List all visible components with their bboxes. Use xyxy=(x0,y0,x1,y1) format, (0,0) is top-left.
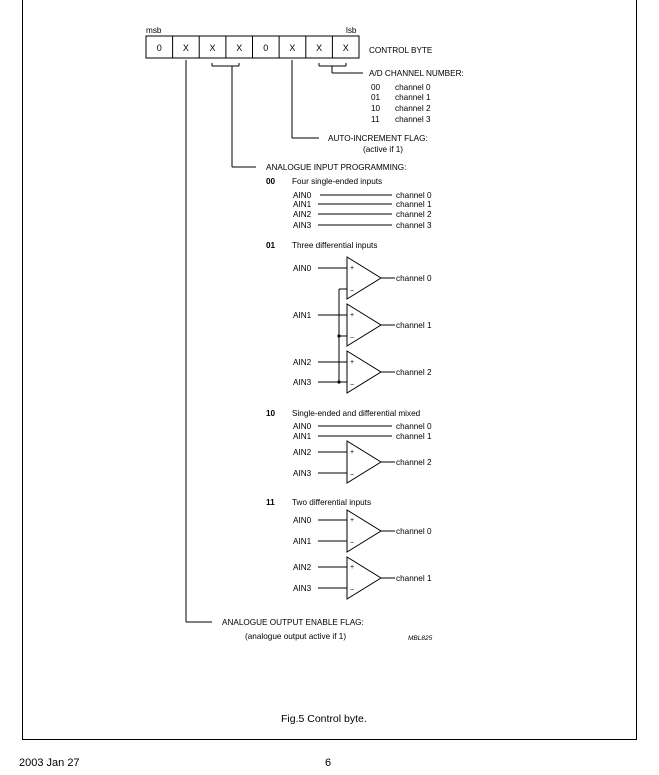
bit-1: X xyxy=(316,43,322,53)
ad-label: channel 0 xyxy=(395,83,431,92)
analogue-input-title: ANALOGUE INPUT PROGRAMMING: xyxy=(266,163,406,172)
output-label: channel 1 xyxy=(396,200,432,209)
ad-label: channel 2 xyxy=(395,104,431,113)
auto-increment-note: (active if 1) xyxy=(363,145,403,154)
output-enable-title: ANALOGUE OUTPUT ENABLE FLAG: xyxy=(222,618,364,627)
figure-ref: MBL825 xyxy=(408,635,433,642)
plus-sign: + xyxy=(350,265,354,272)
output-label: channel 1 xyxy=(396,574,432,583)
mode-code: 00 xyxy=(266,177,276,186)
minus-sign: − xyxy=(350,587,354,594)
ad-label: channel 3 xyxy=(395,115,431,124)
input-label: AIN3 xyxy=(293,469,312,478)
ad-channel-title: A/D CHANNEL NUMBER: xyxy=(369,69,464,78)
input-label: AIN3 xyxy=(293,584,312,593)
mode-title: Two differential inputs xyxy=(292,498,371,507)
input-label: AIN0 xyxy=(293,191,312,200)
output-label: channel 3 xyxy=(396,221,432,230)
input-label: AIN0 xyxy=(293,264,312,273)
input-label: AIN2 xyxy=(293,210,312,219)
bit-4: X xyxy=(236,43,242,53)
plus-sign: + xyxy=(350,564,354,571)
input-label: AIN1 xyxy=(293,537,312,546)
plus-sign: + xyxy=(350,359,354,366)
bit-3: 0 xyxy=(263,43,268,53)
output-label: channel 0 xyxy=(396,274,432,283)
output-enable-note: (analogue output active if 1) xyxy=(245,632,346,641)
mode-title: Single-ended and differential mixed xyxy=(292,409,421,418)
mode-code: 01 xyxy=(266,241,276,250)
ad-code: 00 xyxy=(371,83,381,92)
input-label: AIN2 xyxy=(293,563,312,572)
bit-0: X xyxy=(343,43,349,53)
bit-7: 0 xyxy=(157,43,162,53)
input-label: AIN1 xyxy=(293,432,312,441)
mode-code: 11 xyxy=(266,498,275,507)
minus-sign: − xyxy=(350,382,354,389)
output-label: channel 0 xyxy=(396,191,432,200)
msb-label: msb xyxy=(146,26,162,35)
output-label: channel 1 xyxy=(396,432,432,441)
output-label: channel 2 xyxy=(396,458,432,467)
ad-code: 10 xyxy=(371,104,381,113)
ad-label: channel 1 xyxy=(395,93,431,102)
bit-6: X xyxy=(183,43,189,53)
input-label: AIN0 xyxy=(293,422,312,431)
minus-sign: − xyxy=(350,540,354,547)
figure-caption: Fig.5 Control byte. xyxy=(281,713,367,725)
output-label: channel 0 xyxy=(396,422,432,431)
input-label: AIN2 xyxy=(293,358,312,367)
footer-date: 2003 Jan 27 xyxy=(19,757,80,769)
mode-title: Three differential inputs xyxy=(292,241,377,250)
output-label: channel 2 xyxy=(396,210,432,219)
lsb-label: lsb xyxy=(346,26,357,35)
ad-code: 01 xyxy=(371,93,381,102)
auto-increment-title: AUTO-INCREMENT FLAG: xyxy=(328,134,428,143)
bit-2: X xyxy=(289,43,295,53)
page-number: 6 xyxy=(325,757,332,769)
input-label: AIN3 xyxy=(293,378,312,387)
control-byte-title: CONTROL BYTE xyxy=(369,46,433,55)
output-label: channel 0 xyxy=(396,527,432,536)
figure-frame xyxy=(22,0,637,740)
input-label: AIN2 xyxy=(293,448,312,457)
minus-sign: − xyxy=(350,335,354,342)
output-label: channel 1 xyxy=(396,321,432,330)
input-label: AIN3 xyxy=(293,221,312,230)
minus-sign: − xyxy=(350,288,354,295)
input-label: AIN1 xyxy=(293,200,312,209)
plus-sign: + xyxy=(350,517,354,524)
input-label: AIN0 xyxy=(293,516,312,525)
plus-sign: + xyxy=(350,312,354,319)
output-label: channel 2 xyxy=(396,368,432,377)
mode-title: Four single-ended inputs xyxy=(292,177,382,186)
plus-sign: + xyxy=(350,449,354,456)
mode-code: 10 xyxy=(266,409,276,418)
ad-code: 11 xyxy=(371,115,380,124)
minus-sign: − xyxy=(350,472,354,479)
input-label: AIN1 xyxy=(293,311,312,320)
bit-5: X xyxy=(209,43,215,53)
